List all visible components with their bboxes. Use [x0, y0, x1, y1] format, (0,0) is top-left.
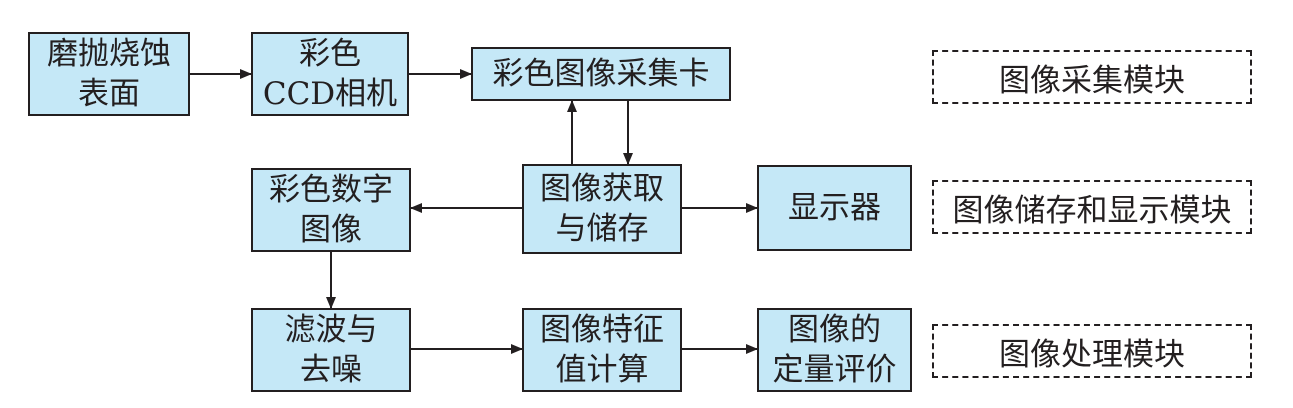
- node-label: 彩色图像采集卡: [492, 56, 710, 92]
- node-grinding-surface: 磨抛烧蚀 表面: [28, 32, 190, 116]
- node-label: 滤波与: [284, 312, 378, 348]
- module-acquisition: 图像采集模块: [932, 50, 1252, 104]
- node-image-acquire-store: 图像获取 与储存: [522, 164, 682, 254]
- node-label: 与储存: [555, 211, 649, 247]
- node-label: 彩色数字: [269, 172, 393, 208]
- node-label: 彩色: [299, 36, 361, 72]
- node-label: 表面: [78, 76, 140, 112]
- node-label: 值计算: [555, 352, 649, 388]
- node-feature-calculation: 图像特征 值计算: [522, 308, 682, 392]
- module-storage-display: 图像储存和显示模块: [932, 180, 1252, 234]
- node-label: 图像获取: [540, 171, 664, 207]
- module-processing: 图像处理模块: [932, 324, 1252, 378]
- node-color-ccd-camera: 彩色 CCD相机: [251, 32, 409, 116]
- node-color-digital-image: 彩色数字 图像: [251, 168, 411, 252]
- node-filter-denoise: 滤波与 去噪: [251, 308, 411, 392]
- node-label: 去噪: [300, 352, 362, 388]
- node-label: 图像的: [788, 312, 881, 348]
- node-quantitative-evaluation: 图像的 定量评价: [757, 308, 912, 392]
- module-label: 图像采集模块: [999, 62, 1185, 99]
- node-label: 图像: [300, 212, 362, 248]
- node-label: 磨抛烧蚀: [47, 36, 171, 72]
- module-label: 图像储存和显示模块: [952, 192, 1232, 229]
- node-color-capture-card: 彩色图像采集卡: [471, 47, 731, 101]
- node-label: CCD相机: [262, 76, 398, 112]
- node-display: 显示器: [757, 165, 912, 251]
- node-label: 图像特征: [540, 312, 664, 348]
- module-label: 图像处理模块: [999, 336, 1185, 373]
- node-label: 定量评价: [772, 352, 897, 388]
- node-label: 显示器: [788, 190, 881, 226]
